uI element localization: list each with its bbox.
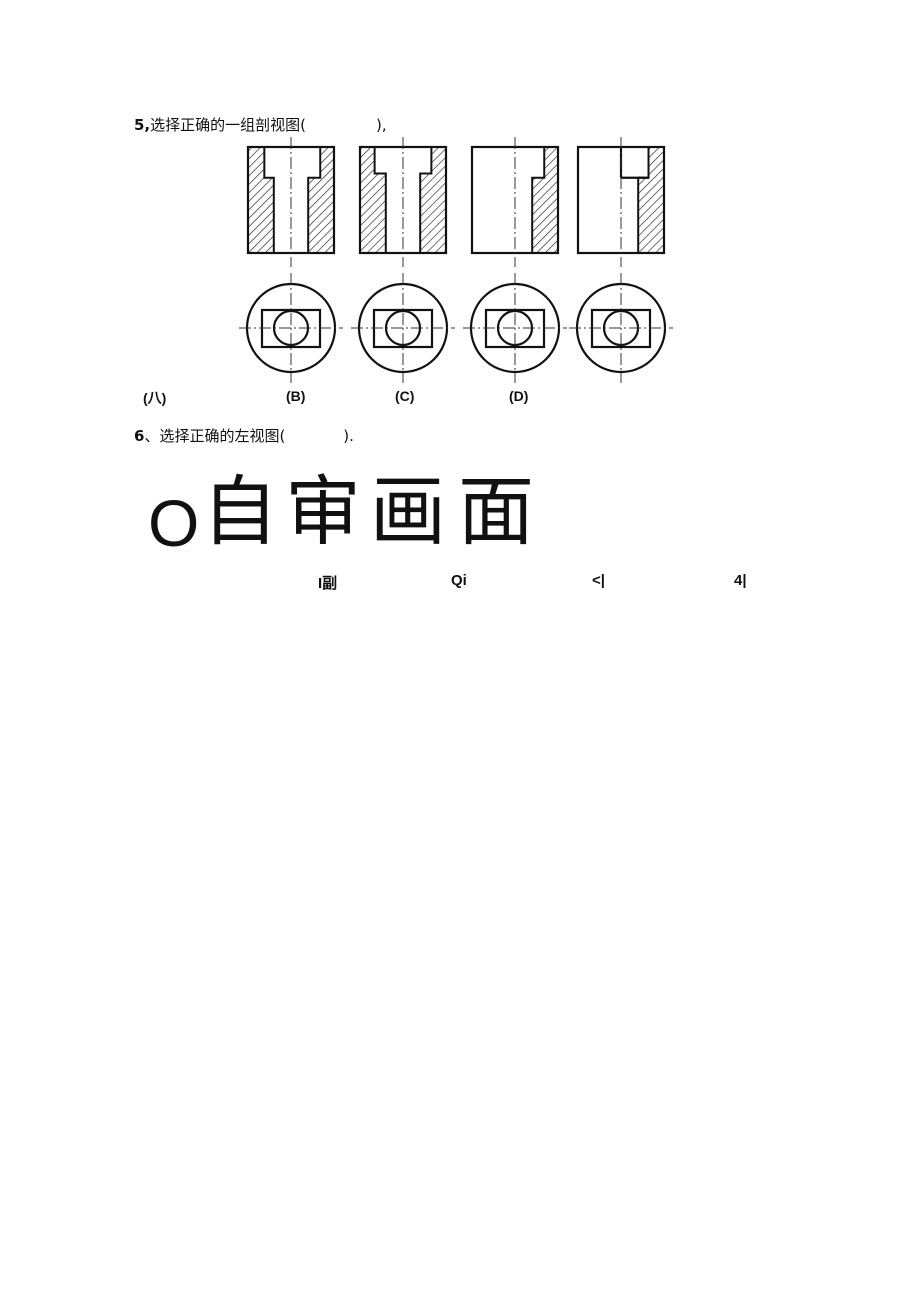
figure-1: 自 xyxy=(202,467,278,556)
option-c-label: (C) xyxy=(395,388,415,404)
option-6d-label: 4| xyxy=(734,572,747,589)
question-5: 5,选择正确的一组剖视图(), xyxy=(134,114,387,135)
question-5-text: 选择正确的一组剖视图( xyxy=(150,116,306,134)
question-6: 6、选择正确的左视图(). xyxy=(134,425,354,446)
hatched-section xyxy=(247,146,275,254)
hatched-section xyxy=(637,146,665,254)
hatched-section xyxy=(419,146,447,254)
figure-3: 画 xyxy=(370,467,446,556)
figure-4: 面 xyxy=(458,467,534,556)
question-6-close: ). xyxy=(343,427,354,445)
section-view-figures xyxy=(239,137,673,383)
option-a-label: (八) xyxy=(143,390,167,406)
figure-2: 审 xyxy=(285,467,361,556)
option-6a-label: I副 xyxy=(318,575,338,592)
option-b-label: (B) xyxy=(286,388,306,404)
hatched-section xyxy=(531,146,559,254)
question-6-number: 6 xyxy=(134,427,145,445)
hatched-section xyxy=(359,146,387,254)
option-6b-label: Qi xyxy=(451,572,467,589)
figure-o: O xyxy=(148,486,200,560)
question-5-number: 5, xyxy=(134,116,151,134)
hatched-section xyxy=(307,146,335,254)
option-d-label: (D) xyxy=(509,388,529,404)
question-5-close: ), xyxy=(376,116,387,134)
question-6-text: 、选择正确的左视图( xyxy=(144,427,286,445)
option-6c-label: <| xyxy=(592,572,605,589)
